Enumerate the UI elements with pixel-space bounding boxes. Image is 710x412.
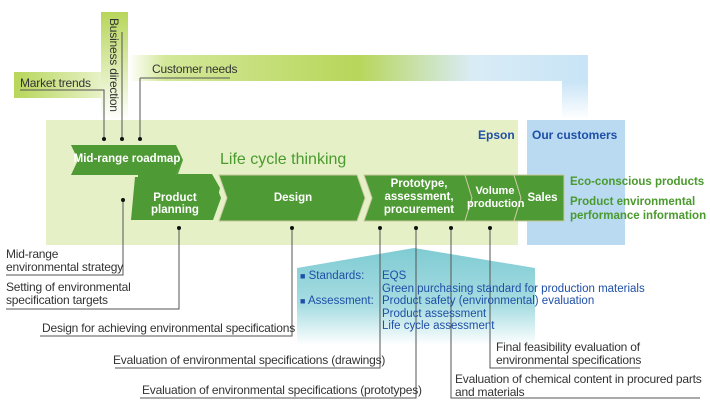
annotation-line: Final feasibility evaluation of [496, 340, 640, 354]
connector-eval-prototypes [140, 228, 417, 399]
annotation-line: specification targets [6, 293, 108, 307]
connector-customer-needs [139, 77, 230, 138]
stage-label-design: Design [273, 192, 313, 204]
annotation-setting-targets: Setting of environmental specification t… [6, 281, 131, 307]
standards-box-items: EQS Green purchasing standard for produc… [382, 270, 645, 333]
spacer [300, 283, 374, 296]
performance-info-output: Product environmental performance inform… [570, 195, 706, 223]
assessment-label-text: Assessment: [308, 295, 374, 307]
stage-label-prototype-line: procurement [383, 204, 455, 216]
annotation-chemical-content: Evaluation of chemical content in procur… [455, 373, 702, 399]
stage-label-prototype: Prototype, assessment, procurement [370, 178, 468, 217]
epson-region-title: Epson [478, 128, 515, 142]
stage-shapes [71, 145, 565, 222]
stage-label-mid-range-roadmap: Mid-range roadmap [73, 153, 181, 165]
customer-needs-band-drop [562, 81, 588, 119]
stage-shape-design [218, 174, 366, 222]
connector-mid-range-strategy [6, 200, 124, 276]
connector-setting-targets [6, 228, 180, 310]
stage-label-prototype-line: assessment, [384, 191, 454, 203]
input-connectors [20, 32, 230, 138]
connector-market-trends [20, 89, 105, 138]
standards-label: ■ Standards: [300, 270, 374, 283]
performance-info-line: performance information [570, 210, 707, 222]
annotation-design-for: Design for achieving environmental speci… [42, 321, 296, 335]
annotation-eval-drawings: Evaluation of environmental specificatio… [113, 353, 386, 367]
eco-products-output: Eco-conscious products [570, 176, 705, 188]
connector-chemical [450, 228, 700, 399]
annotation-line: environmental specifications [496, 353, 642, 367]
bullet-icon: ■ [300, 271, 306, 281]
life-cycle-thinking-title: Life cycle thinking [220, 151, 347, 168]
standards-label-text: Standards: [308, 270, 365, 282]
performance-info-line: Product environmental [570, 196, 696, 208]
annotation-eval-prototypes: Evaluation of environmental specificatio… [142, 383, 422, 397]
business-direction-label: Business direction [107, 18, 121, 112]
annotation-line: and materials [455, 385, 525, 399]
standards-box-labels: ■ Standards: ■ Assessment: [300, 270, 374, 308]
stage-label-sales: Sales [527, 192, 558, 204]
annotation-connector-dots [121, 198, 492, 230]
customers-region-title: Our customers [532, 128, 618, 142]
bullet-icon: ■ [300, 296, 306, 306]
stage-label-product-planning: Product planning [151, 192, 199, 216]
assessment-item: Product assessment [382, 307, 487, 320]
stage-shape-product-planning-main [131, 177, 221, 220]
stage-shape-sales [513, 174, 565, 222]
standard-item: Green purchasing standard for production… [382, 282, 645, 295]
market-trends-label: Market trends [20, 76, 91, 90]
assessment-item: Product safety (environmental) evaluatio… [382, 295, 595, 307]
stage-label-prototype-line: Prototype, [390, 178, 448, 190]
annotation-line: environmental strategy [6, 260, 123, 274]
connector-eval-drawings [115, 228, 381, 369]
annotation-line: Evaluation of chemical content in procur… [455, 372, 702, 386]
stage-label-volume-line: production [467, 198, 525, 210]
annotation-line: Mid-range [6, 247, 59, 261]
connector-final-feasibility [489, 228, 640, 369]
customer-needs-label: Customer needs [152, 62, 238, 76]
input-connector-dots [102, 137, 142, 141]
stage-label-volume-line: Volume [475, 185, 515, 197]
assessment-label: ■ Assessment: [300, 295, 374, 308]
assessment-item: Life cycle assessment [382, 320, 495, 332]
annotation-connectors [6, 200, 700, 399]
business-direction-band [101, 12, 128, 120]
stage-shape-mid-range-roadmap [71, 145, 183, 175]
customer-needs-band [128, 55, 588, 118]
annotation-final-feasibility: Final feasibility evaluation of environm… [496, 341, 641, 367]
stage-label-volume-production: Volume production [467, 185, 525, 211]
annotation-mid-range-strategy: Mid-range environmental strategy [6, 248, 123, 274]
standard-item: EQS [382, 270, 407, 282]
annotation-line: Setting of environmental [6, 280, 131, 294]
connector-design-for [40, 228, 293, 337]
